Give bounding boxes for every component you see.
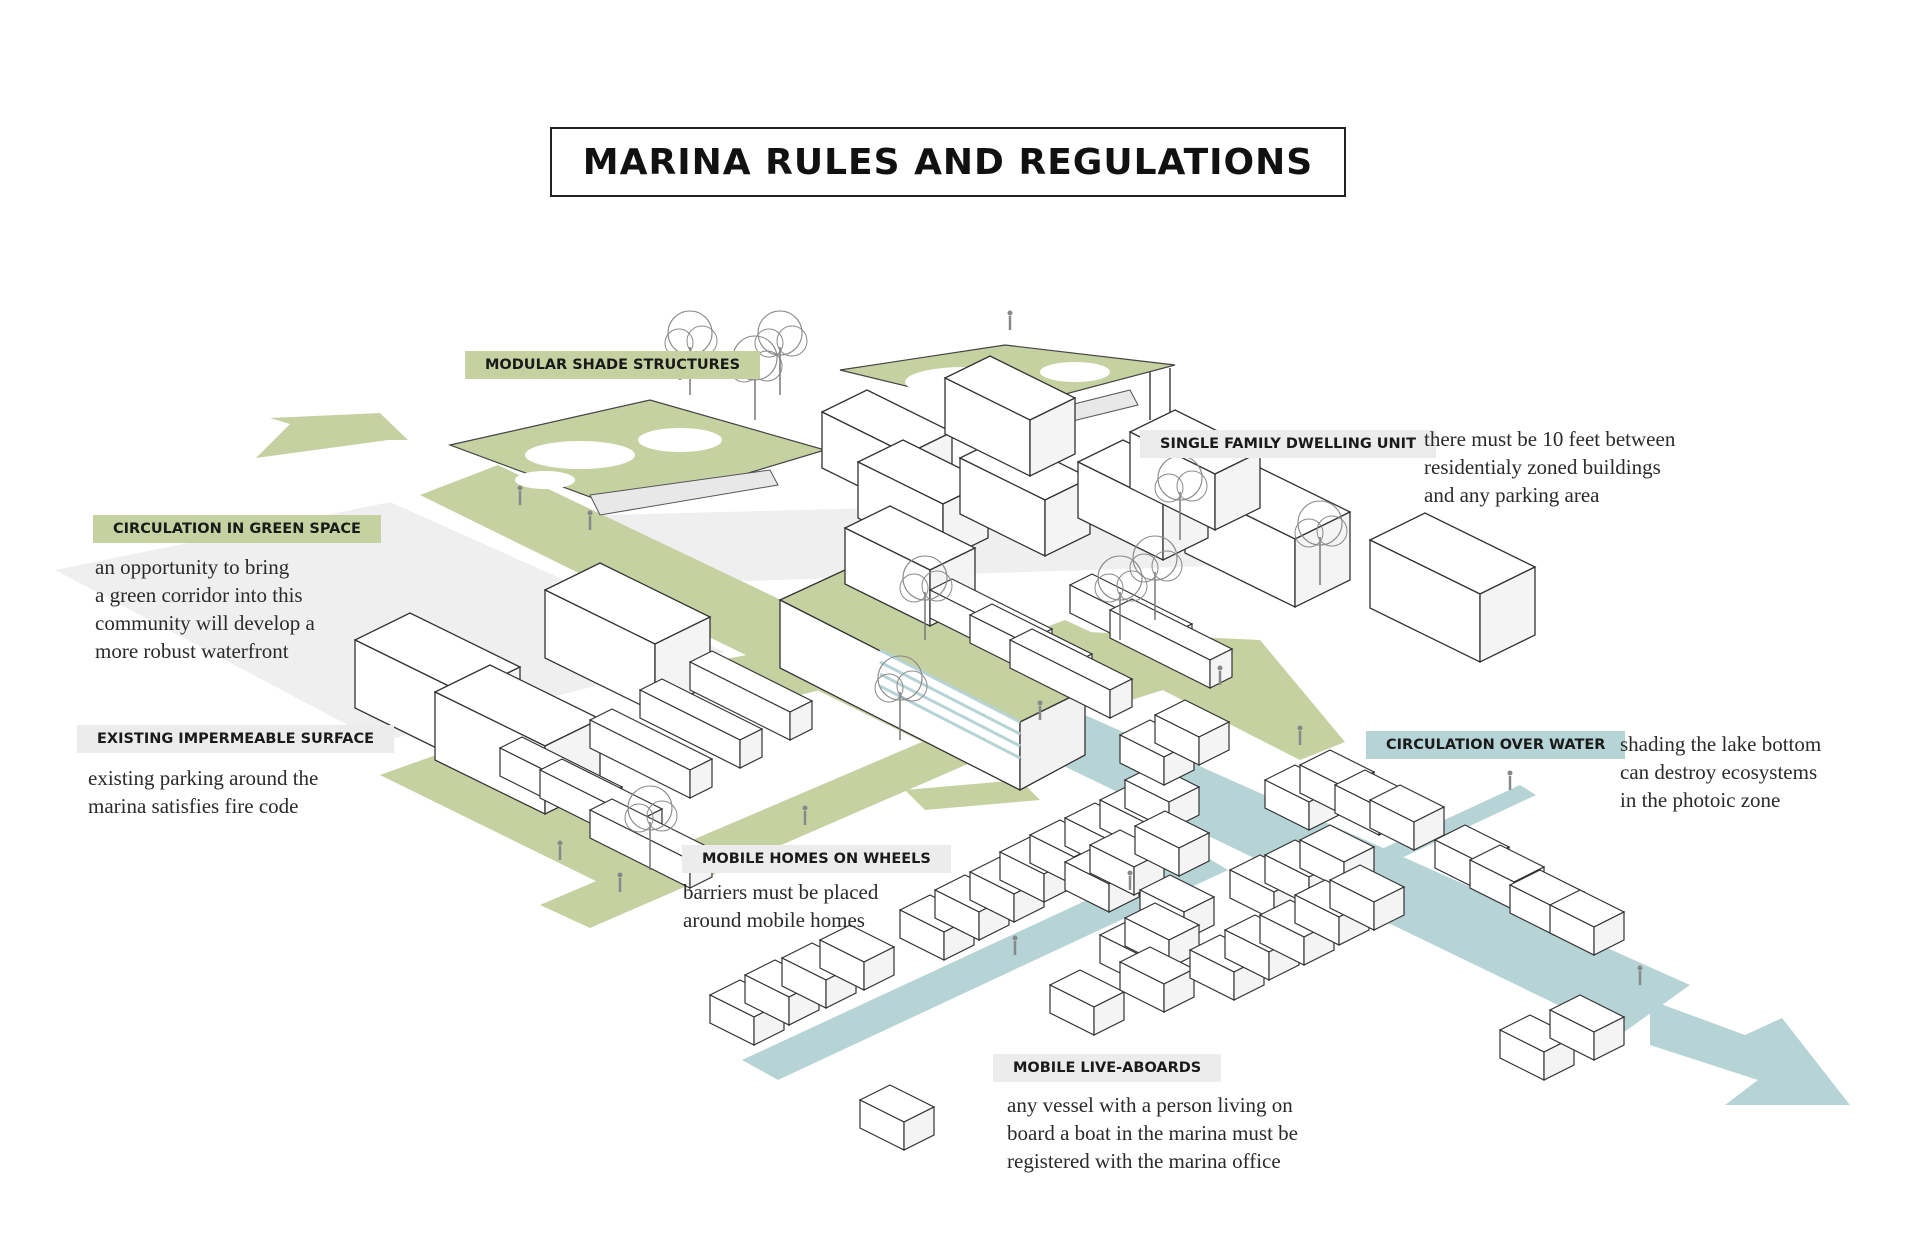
desc-line: residentialy zoned buildings <box>1424 455 1661 479</box>
tag-water-circulation: CIRCULATION OVER WATER <box>1366 731 1626 759</box>
tag-green-circulation: CIRCULATION IN GREEN SPACE <box>93 515 381 543</box>
desc-line: registered with the marina office <box>1007 1149 1281 1173</box>
desc-line: community will develop a <box>95 611 315 635</box>
desc-single-family: there must be 10 feet between residentia… <box>1424 425 1675 509</box>
desc-line: and any parking area <box>1424 483 1600 507</box>
desc-line: there must be 10 feet between <box>1424 427 1676 451</box>
tag-impermeable: EXISTING IMPERMEABLE SURFACE <box>77 725 395 753</box>
desc-live-aboards: any vessel with a person living on board… <box>1007 1091 1298 1175</box>
tag-modular-shade: MODULAR SHADE STRUCTURES <box>465 351 761 379</box>
desc-line: more robust waterfront <box>95 639 289 663</box>
desc-water-circulation: shading the lake bottom can destroy ecos… <box>1620 730 1821 814</box>
desc-line: in the photoic zone <box>1620 788 1781 812</box>
desc-line: barriers must be placed <box>683 880 879 904</box>
desc-impermeable: existing parking around the marina satis… <box>88 764 318 820</box>
desc-line: board a boat in the marina must be <box>1007 1121 1298 1145</box>
page-title: MARINA RULES AND REGULATIONS <box>582 141 1314 183</box>
desc-line: around mobile homes <box>683 908 865 932</box>
tag-single-family: SINGLE FAMILY DWELLING UNIT <box>1140 430 1436 458</box>
desc-line: can destroy ecosystems <box>1620 760 1818 784</box>
desc-line: marina satisfies fire code <box>88 794 299 818</box>
desc-line: existing parking around the <box>88 766 319 790</box>
tag-mobile-homes: MOBILE HOMES ON WHEELS <box>682 845 951 873</box>
desc-line: a green corridor into this <box>95 583 303 607</box>
desc-line: any vessel with a person living on <box>1007 1093 1293 1117</box>
desc-line: shading the lake bottom <box>1620 732 1822 756</box>
tag-live-aboards: MOBILE LIVE-ABOARDS <box>993 1054 1222 1082</box>
title-box: MARINA RULES AND REGULATIONS <box>550 127 1346 197</box>
desc-line: an opportunity to bring <box>95 555 290 579</box>
desc-green-circulation: an opportunity to bring a green corridor… <box>95 553 315 665</box>
desc-mobile-homes: barriers must be placed around mobile ho… <box>683 878 878 934</box>
